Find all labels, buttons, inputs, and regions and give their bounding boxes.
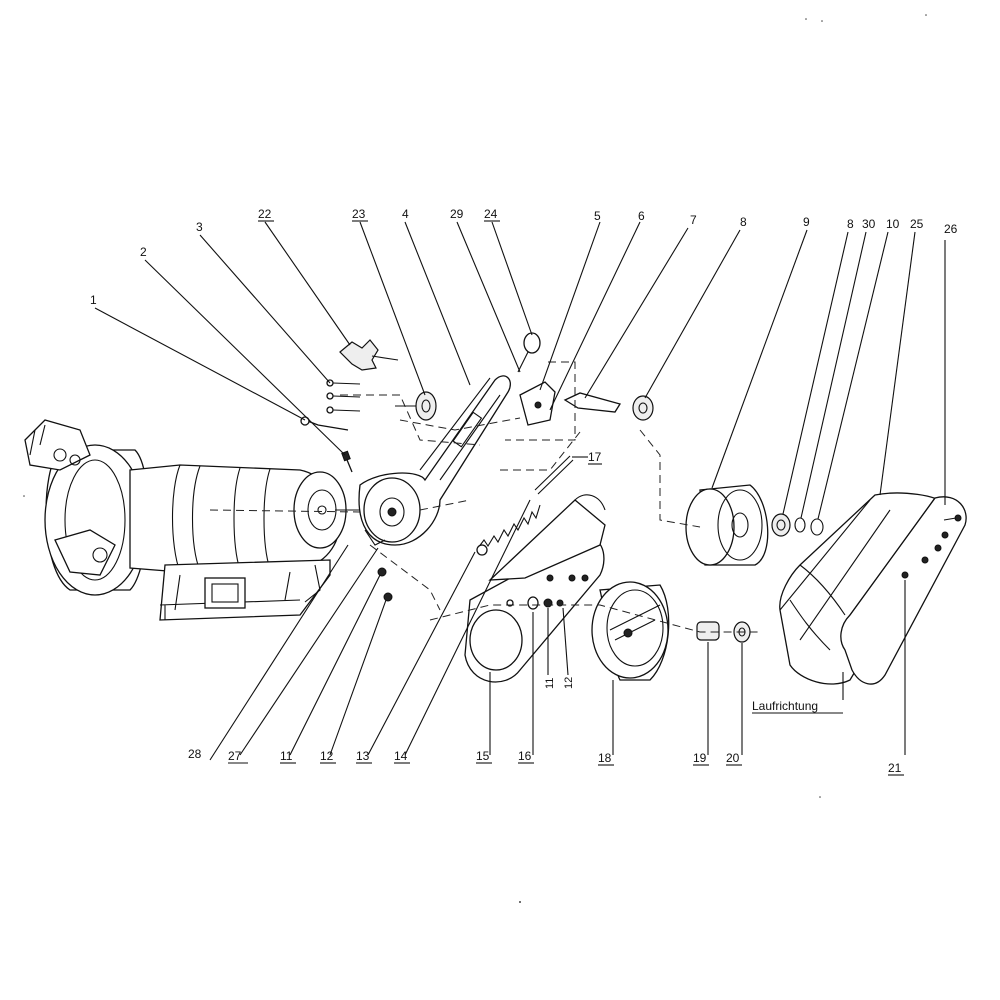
drive-wheel — [591, 581, 751, 681]
callout-28: 28 — [188, 747, 202, 761]
belt-cover — [840, 496, 967, 685]
callout-1: 1 — [90, 293, 97, 307]
bench-grinder — [24, 419, 361, 621]
callout-5: 5 — [594, 209, 601, 223]
belt-direction-label: Laufrichtung — [752, 699, 818, 713]
callout-4: 4 — [402, 207, 409, 221]
callout-12-mid: 12 — [563, 677, 575, 689]
callout-13: 13 — [356, 749, 370, 763]
callout-10: 10 — [886, 217, 900, 231]
callout-2: 2 — [140, 245, 147, 259]
leader-lines — [94, 221, 946, 761]
callout-25: 25 — [910, 217, 924, 231]
callout-27: 27 — [228, 749, 242, 763]
callout-20: 20 — [726, 751, 740, 765]
callout-16: 16 — [518, 749, 532, 763]
callout-24: 24 — [484, 207, 498, 221]
callout-8-right: 8 — [847, 217, 854, 231]
callout-8-top: 8 — [740, 215, 747, 229]
callout-12-left: 12 — [320, 749, 334, 763]
assembly-lines — [340, 361, 760, 633]
callout-17: 17 — [588, 450, 602, 464]
callout-9: 9 — [803, 215, 810, 229]
callout-19: 19 — [693, 751, 707, 765]
callout-11-left: 11 — [280, 749, 293, 763]
callout-labels: 1 2 3 22 23 4 29 24 5 6 7 8 9 8 30 10 25… — [90, 207, 958, 776]
callout-29: 29 — [450, 207, 464, 221]
callout-7: 7 — [690, 213, 697, 227]
idler-pulley — [685, 484, 824, 566]
callout-18: 18 — [598, 751, 612, 765]
callout-11-mid: 11 — [544, 678, 556, 689]
callout-26: 26 — [944, 222, 958, 236]
callout-23: 23 — [352, 207, 366, 221]
callout-21: 21 — [888, 761, 902, 775]
callout-30: 30 — [862, 217, 876, 231]
callout-6: 6 — [638, 209, 645, 223]
callout-22: 22 — [258, 207, 272, 221]
callout-3: 3 — [196, 220, 203, 234]
callout-14: 14 — [394, 749, 408, 763]
scan-specks — [23, 14, 927, 903]
callout-15: 15 — [476, 749, 490, 763]
belt-guard-plate — [464, 494, 606, 683]
belt-arm — [358, 332, 654, 556]
